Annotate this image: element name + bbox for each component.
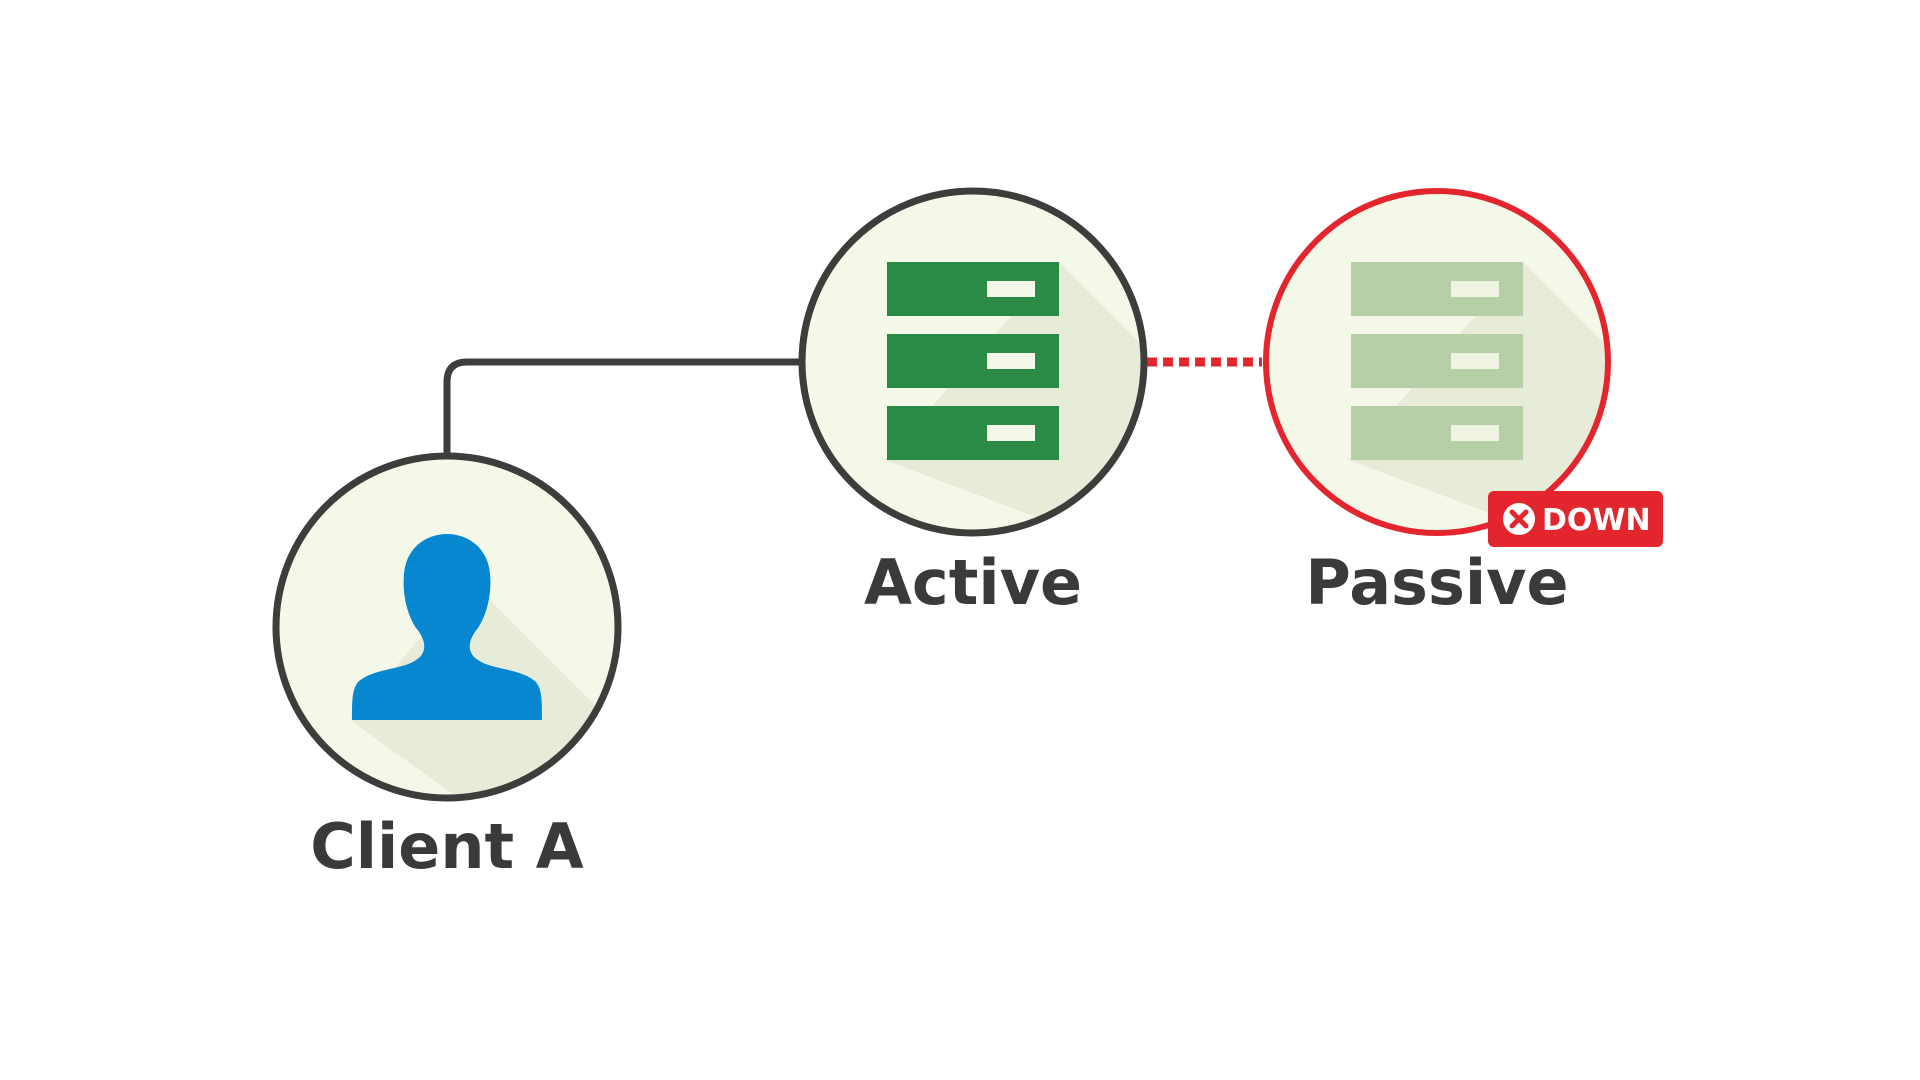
client-node-label: Client A: [310, 810, 583, 883]
active-node-label: Active: [864, 546, 1082, 619]
passive-node: Passive DOWN: [1263, 188, 1663, 619]
passive-node-shadow: [1349, 262, 1608, 533]
client-node: Client A: [272, 452, 622, 883]
status-badge-bg: [1488, 491, 1663, 547]
status-badge-label: DOWN: [1542, 503, 1651, 538]
status-badge: DOWN: [1488, 491, 1663, 547]
passive-node-label: Passive: [1305, 546, 1568, 619]
x-circle-icon: [1503, 503, 1535, 535]
server-icon: [1351, 262, 1523, 460]
active-node-shadow: [885, 262, 1144, 533]
link-client-to-active: [443, 358, 802, 456]
passive-node-border: [1263, 188, 1611, 536]
server-icon: [887, 262, 1059, 460]
person-icon: [352, 534, 542, 720]
active-node-border: [798, 187, 1148, 537]
client-node-border: [272, 452, 622, 802]
active-node: Active: [798, 187, 1148, 619]
